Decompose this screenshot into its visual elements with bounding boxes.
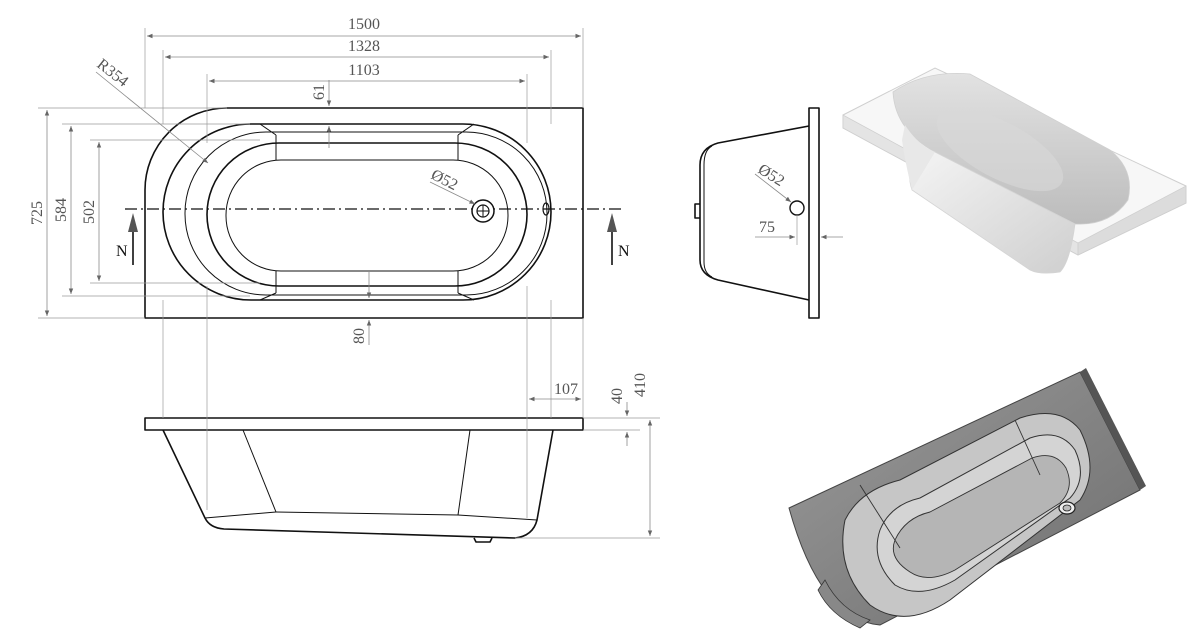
plan-bottom — [206, 142, 528, 287]
side-body — [699, 125, 810, 301]
plan-view: N N 1500 1328 1103 725 584 502 R354 — [29, 16, 630, 345]
dim-inner-width-rim: 584 — [53, 198, 70, 222]
dim-overall-width: 725 — [29, 201, 46, 225]
side-view: Ø52 75 — [694, 107, 843, 319]
dim-drain-diameter-side: Ø52 — [755, 161, 787, 190]
plan-basin-edge — [184, 131, 548, 296]
dim-rim-offset-bottom: 80 — [351, 328, 368, 344]
render-bottom-view — [788, 368, 1146, 629]
section-marker-left: N — [116, 243, 128, 260]
plan-rim-inner — [162, 123, 552, 301]
section-marker-right: N — [618, 243, 630, 260]
render-top-view — [842, 67, 1187, 274]
dim-overall-length: 1500 — [348, 16, 380, 33]
front-rim — [144, 417, 584, 431]
dim-rim-offset-top: 61 — [311, 84, 328, 100]
dim-inner-length-rim: 1328 — [348, 38, 380, 55]
plan-overflow — [542, 202, 550, 216]
front-body — [162, 429, 554, 539]
front-elevation: 107 40 410 — [144, 286, 660, 543]
side-rim — [808, 107, 820, 319]
dim-drain-offset-side: 75 — [759, 219, 775, 236]
side-drain — [789, 200, 805, 216]
dim-drain-diameter-plan: Ø52 — [428, 166, 460, 194]
plan-bottom-inner — [225, 159, 509, 272]
dim-inner-width-bottom: 502 — [81, 200, 98, 224]
dim-drain-offset-front: 107 — [554, 381, 578, 398]
dim-rim-thickness: 40 — [609, 388, 626, 404]
dim-inner-length-bottom: 1103 — [348, 62, 379, 79]
dim-overall-depth: 410 — [632, 373, 649, 397]
